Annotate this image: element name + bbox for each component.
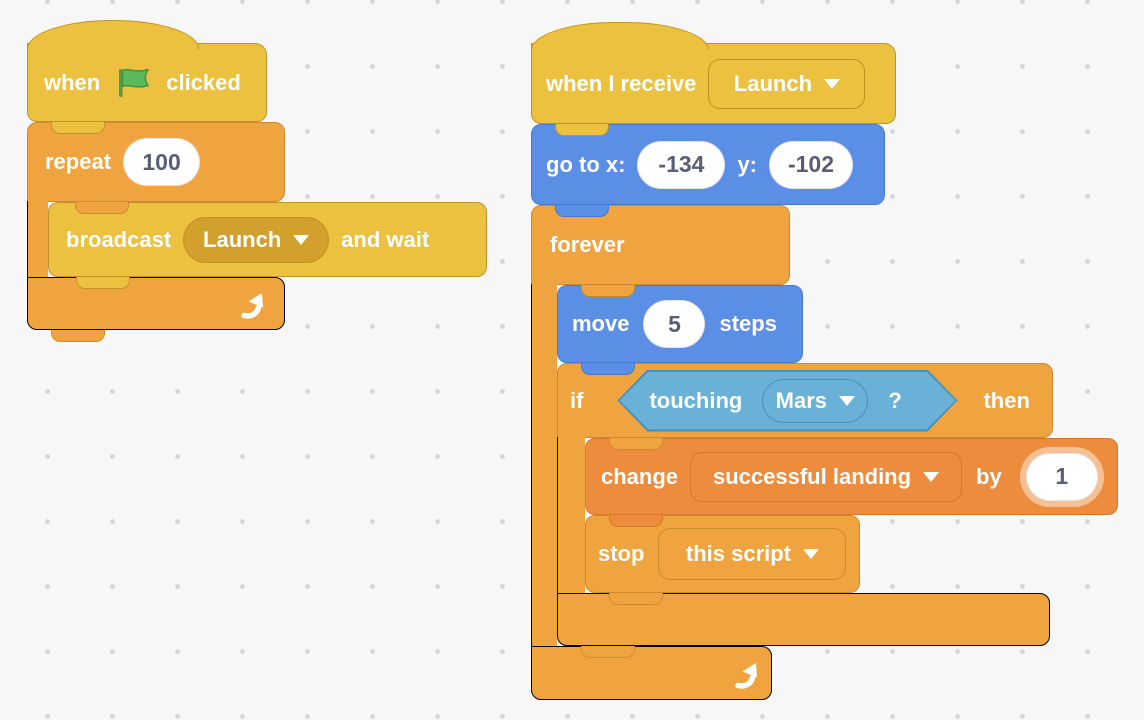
broadcast-message-dropdown[interactable]: Launch [183,216,330,263]
steps-input[interactable]: 5 [643,300,706,348]
broadcast-label: broadcast [66,226,172,252]
variable-dropdown[interactable]: successful landing [690,451,963,502]
y-label: y: [737,151,757,177]
touching-label: touching [649,387,743,413]
hat-dome [531,22,709,50]
connector-bump [555,124,609,136]
touching-target-dropdown[interactable]: Mars [762,378,869,423]
broadcast-and-wait-block[interactable]: broadcast Launch and wait [48,202,487,277]
stop-block[interactable]: stop this script [585,515,860,593]
go-to-xy-block[interactable]: go to x: -134 y: -102 [531,124,885,205]
connector-bump [609,438,663,450]
dropdown-arrow-icon [824,78,841,89]
change-amount-input[interactable]: 1 [1025,452,1098,501]
hexagon-fill [619,372,955,430]
forever-c-arm [531,284,557,648]
connector-bump [609,515,663,527]
move-label: move [572,311,630,336]
if-label: if [570,387,584,413]
y-input[interactable]: -102 [769,140,853,189]
dropdown-arrow-icon [803,549,820,559]
connector-bump [51,122,105,134]
hat-dome [27,20,199,50]
loop-arrow-icon [731,659,763,696]
move-steps-block[interactable]: move 5 steps [557,285,803,363]
forever-block[interactable]: forever [531,205,790,285]
stop-option-dropdown[interactable]: this script [658,528,847,580]
if-then-block[interactable]: if touching Mars ? then [557,363,1053,438]
when-i-receive-block[interactable]: when I receive Launch [531,43,896,124]
connector-bump [581,363,635,375]
green-flag-icon [114,67,152,99]
then-label: then [983,387,1030,413]
touching-target-value: Mars [775,387,827,413]
connector-bump [555,205,609,217]
repeat-times-input[interactable]: 100 [123,138,201,186]
repeat-block[interactable]: repeat 100 [27,122,285,202]
touching-condition-block[interactable]: touching Mars ? [617,370,957,432]
repeat-c-arm [27,201,48,278]
connector-bump [609,593,663,605]
change-label: change [601,463,679,489]
connector-bump [581,285,635,297]
loop-arrow-icon [237,289,269,326]
connector-bump [76,277,130,289]
question-mark-label: ? [888,387,902,413]
connector-bump [51,330,105,342]
connector-bump [581,646,635,658]
when-flag-clicked-block[interactable]: when clicked [27,43,267,122]
if-c-arm [557,437,585,595]
change-variable-block[interactable]: change successful landing by 1 [585,438,1118,515]
forever-label: forever [550,232,625,257]
stop-option-value: this script [685,541,792,566]
steps-label: steps [719,311,777,336]
dropdown-arrow-icon [923,471,940,482]
and-wait-label: and wait [341,226,430,252]
go-to-x-label: go to x: [546,151,626,177]
when-label: when [44,69,101,95]
variable-name-value: successful landing [713,463,912,489]
connector-bump [75,202,129,214]
when-i-receive-label: when I receive [546,70,697,96]
forever-bottom-arm [531,646,772,700]
repeat-label: repeat [45,149,112,174]
receive-message-dropdown[interactable]: Launch [708,58,866,109]
broadcast-message-value: Launch [203,226,282,252]
dropdown-arrow-icon [293,234,310,245]
receive-message-value: Launch [733,70,813,96]
stop-label: stop [598,541,645,566]
by-label: by [976,463,1002,489]
dropdown-arrow-icon [839,395,855,406]
repeat-bottom-arm [27,277,285,330]
clicked-label: clicked [166,69,241,95]
x-input[interactable]: -134 [637,140,726,189]
